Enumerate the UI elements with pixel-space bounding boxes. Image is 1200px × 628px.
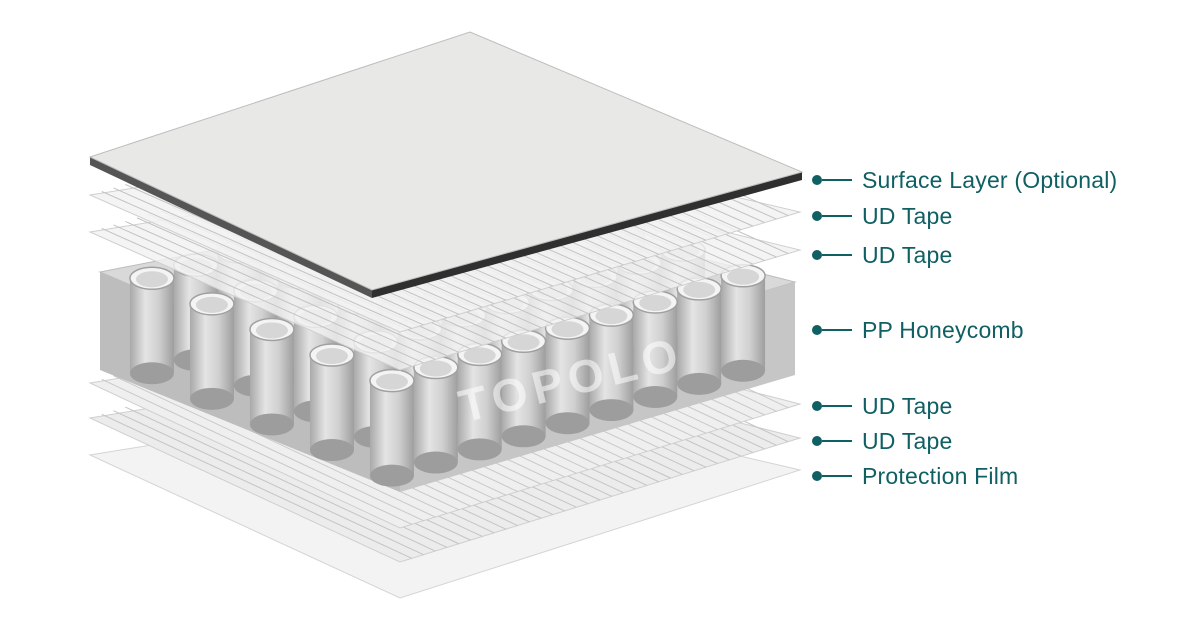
label-ud-tape-4: UD Tape	[862, 427, 953, 454]
callout-ud-tape-2: UD Tape	[812, 241, 953, 268]
callout-dot	[812, 250, 822, 260]
label-ud-tape-3: UD Tape	[862, 392, 953, 419]
callout-leader-line	[822, 179, 852, 181]
callout-dot	[812, 325, 822, 335]
callout-pp-honeycomb: PP Honeycomb	[812, 316, 1024, 343]
callout-ud-tape-3: UD Tape	[812, 392, 953, 419]
callout-dot	[812, 175, 822, 185]
callout-protection-film: Protection Film	[812, 462, 1019, 489]
callout-surface-layer: Surface Layer (Optional)	[812, 166, 1118, 193]
callout-dot	[812, 401, 822, 411]
callout-leader-line	[822, 254, 852, 256]
label-protection-film: Protection Film	[862, 462, 1019, 489]
callout-dot	[812, 211, 822, 221]
callout-ud-tape-4: UD Tape	[812, 427, 953, 454]
callout-leader-line	[822, 440, 852, 442]
surface-layer-sheet	[88, 31, 804, 298]
label-pp-honeycomb: PP Honeycomb	[862, 316, 1024, 343]
callout-leader-line	[822, 475, 852, 477]
callout-leader-line	[822, 215, 852, 217]
callout-ud-tape-1: UD Tape	[812, 202, 953, 229]
callout-leader-line	[822, 405, 852, 407]
callout-leader-line	[822, 329, 852, 331]
label-surface-layer: Surface Layer (Optional)	[862, 166, 1118, 193]
callout-dot	[812, 436, 822, 446]
label-ud-tape-1: UD Tape	[862, 202, 953, 229]
callout-dot	[812, 471, 822, 481]
label-ud-tape-2: UD Tape	[862, 241, 953, 268]
